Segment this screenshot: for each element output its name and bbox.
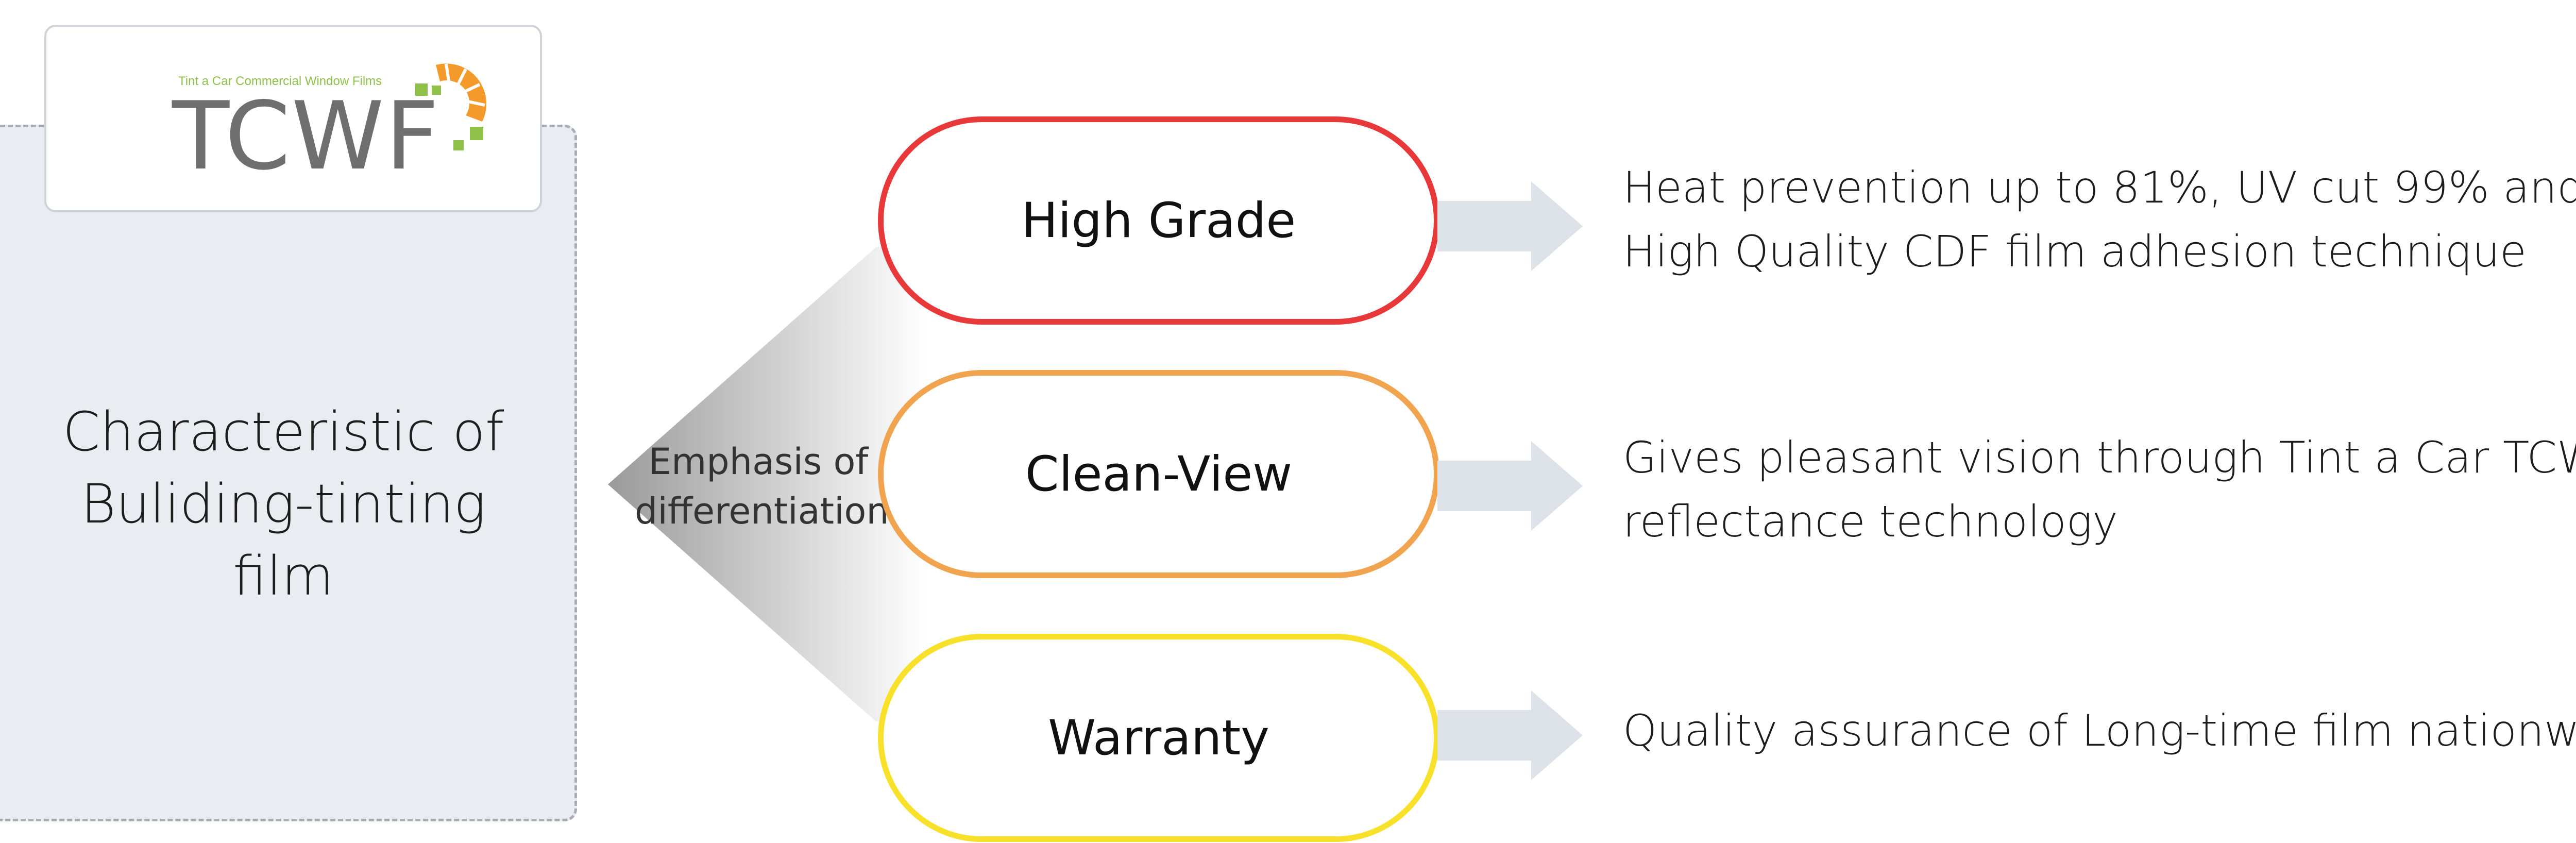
pill-label: High Grade	[1021, 192, 1296, 249]
pill-clean-view: Clean-View	[878, 370, 1439, 578]
pill-high-grade: High Grade	[878, 116, 1439, 325]
logo-wordmark: TCWF	[172, 81, 440, 191]
description-line: Gives pleasant vision through Tint a Car…	[1623, 432, 2576, 483]
description-line: reflectance technology	[1623, 496, 2118, 547]
logo-mark-icon	[415, 63, 487, 150]
left-panel	[0, 125, 577, 821]
left-panel-title: Characteristic of Buliding-tinting film	[62, 400, 504, 608]
pill-label: Warranty	[1048, 710, 1269, 766]
logo-card: Tint a Car Commercial Window Films TCWF	[44, 25, 542, 212]
differentiation-funnel	[608, 247, 927, 721]
pill-label: Clean-View	[1025, 446, 1293, 502]
description-line: Quality assurance of Long-time film nati…	[1623, 705, 2576, 756]
description-line: High Quality CDF film adhesion technique	[1623, 226, 2527, 277]
description-clean-view: Gives pleasant vision through Tint a Car…	[1623, 426, 2576, 553]
right-arrow-icon	[1437, 441, 1583, 531]
right-arrow-icon	[1437, 690, 1583, 780]
description-warranty: Quality assurance of Long-time film nati…	[1623, 699, 2576, 763]
description-high-grade: Heat prevention up to 81%, UV cut 99% an…	[1623, 156, 2576, 283]
emphasis-label: Emphasis of differentiation	[635, 441, 889, 532]
pill-warranty: Warranty	[878, 634, 1439, 842]
description-line: Heat prevention up to 81%, UV cut 99% an…	[1623, 162, 2576, 213]
right-arrow-icon	[1437, 181, 1583, 271]
logo-tagline: Tint a Car Commercial Window Films	[178, 74, 382, 88]
